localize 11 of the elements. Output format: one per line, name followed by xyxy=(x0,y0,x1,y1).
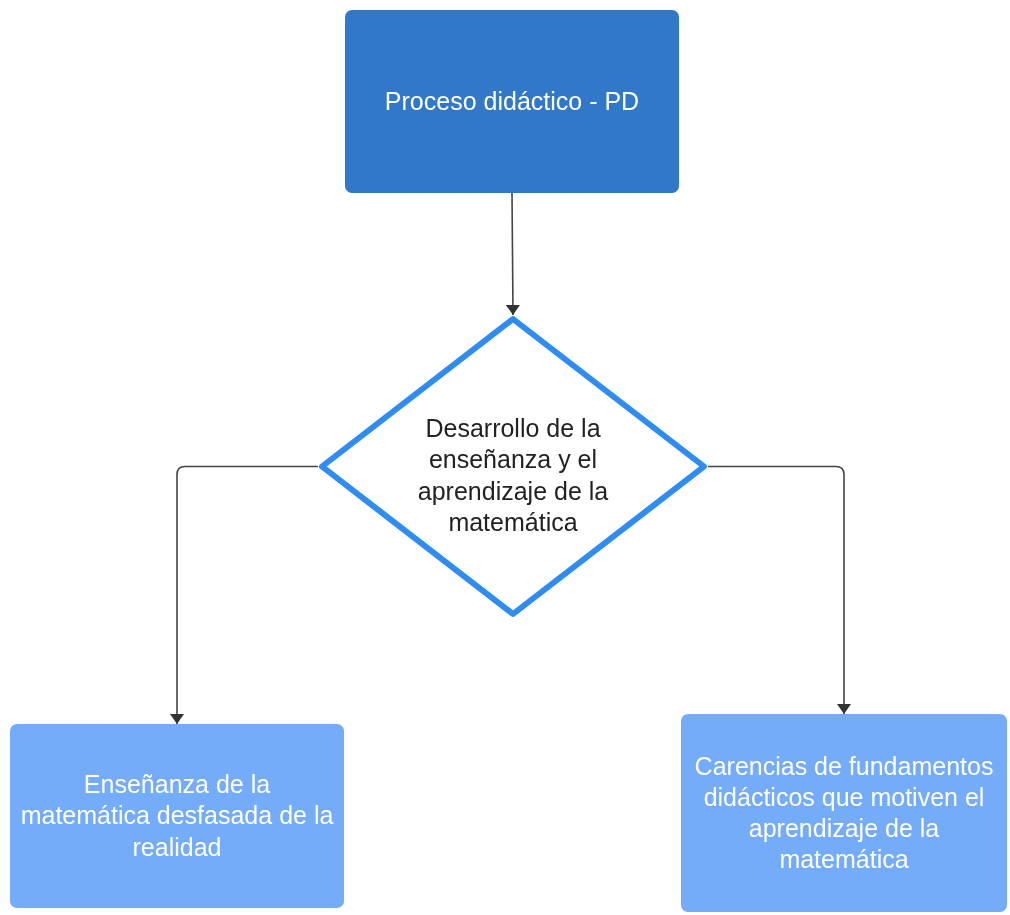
arrow xyxy=(507,192,518,316)
box-text: Proceso didáctico - PD xyxy=(384,85,640,117)
box-text: Enseñanza de la matemática desfasada de la realidad xyxy=(19,769,335,863)
process-box xyxy=(681,714,1007,912)
process-box xyxy=(10,724,344,908)
arrow xyxy=(172,465,319,725)
box-text: Carencias de fundamentos didácticos que motiven el aprendizaje de la matemática xyxy=(693,750,995,876)
decision-diamond xyxy=(319,316,707,617)
arrow xyxy=(707,465,849,715)
decision-text: Desarrollo de la enseñanza y el aprendizaje de la matemática xyxy=(416,413,610,538)
process-box xyxy=(345,10,679,193)
